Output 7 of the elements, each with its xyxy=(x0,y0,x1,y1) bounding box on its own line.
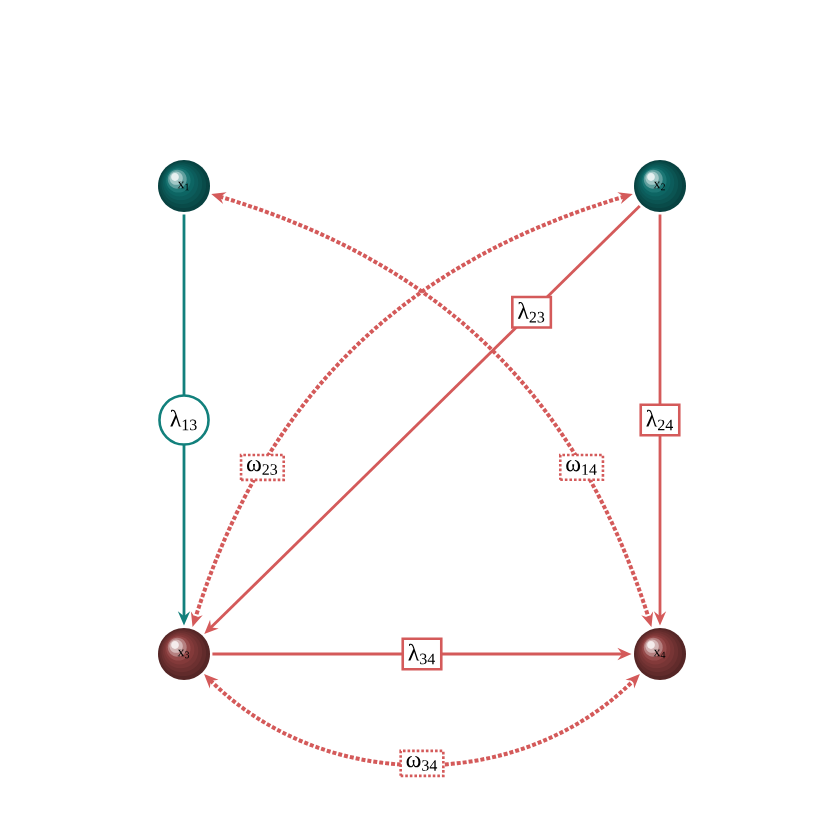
edge-label: ω$_{34}$ xyxy=(399,749,445,778)
edge-label: λ$_{34}$ xyxy=(401,637,443,671)
edge-label: λ$_{13}$ xyxy=(158,394,210,446)
edge-label: λ$_{23}$ xyxy=(511,295,553,329)
edge-label: λ$_{24}$ xyxy=(639,403,681,437)
edge-label: ω$_{23}$ xyxy=(239,453,286,482)
edge-label: ω$_{14}$ xyxy=(558,453,605,482)
